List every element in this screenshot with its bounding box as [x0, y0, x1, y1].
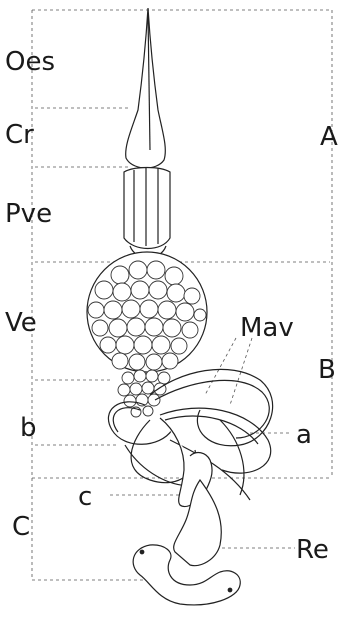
proventriculus-shape	[124, 168, 170, 249]
posterior-ventriculus-cells	[118, 370, 170, 417]
label-re: Re	[296, 535, 329, 565]
oesophagus-crop-shape	[126, 8, 166, 168]
label-c-big: C	[12, 512, 30, 542]
label-a-small: a	[296, 420, 312, 450]
ventriculus-cells	[87, 252, 207, 372]
label-oes: Oes	[5, 47, 55, 77]
label-a-big: A	[320, 122, 338, 152]
label-c-small: c	[78, 482, 92, 512]
label-mav: Mav	[240, 313, 294, 343]
label-pve: Pve	[5, 199, 52, 229]
label-b-big: B	[318, 355, 336, 385]
label-cr: Cr	[5, 120, 34, 150]
label-b-small: b	[20, 413, 37, 443]
label-ve: Ve	[5, 308, 37, 338]
